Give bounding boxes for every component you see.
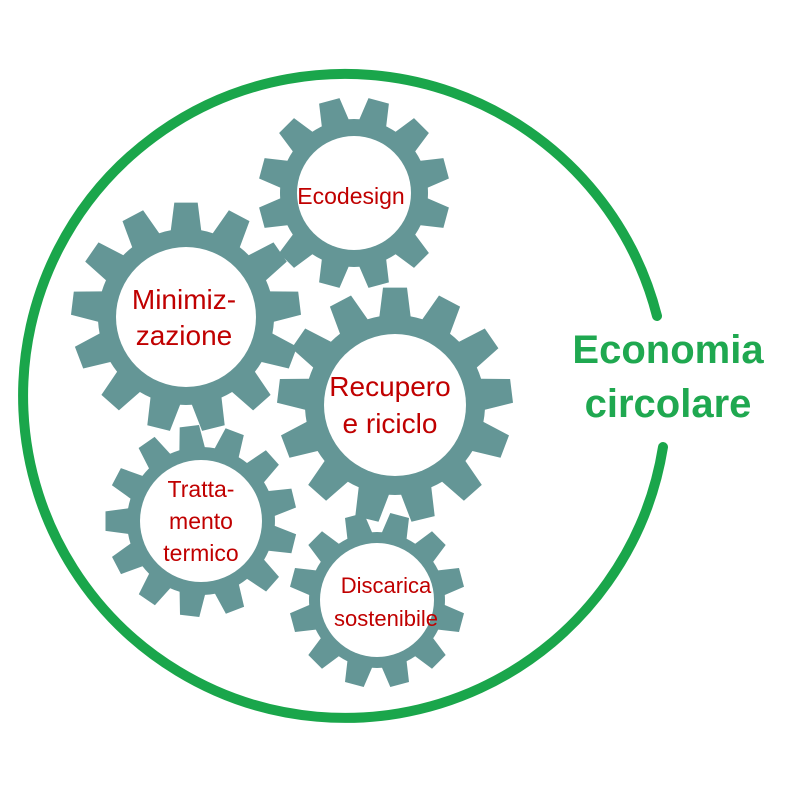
gear-ecodesign-hole: [297, 136, 411, 250]
diagram-title: Economia circolare: [572, 328, 764, 426]
gear-ecodesign: [259, 98, 449, 288]
gear-label-recupero-e-riciclo: Recupero e riciclo: [329, 371, 451, 439]
gear-label-minimizzazione: Minimiz- zazione: [131, 284, 237, 351]
gear-minimizzazione: [71, 202, 301, 431]
gear-discarica-sostenibile: [290, 513, 464, 687]
gear-trattamento-termico-hole: [140, 460, 262, 582]
gear-label-discarica-sostenibile: Discarica sostenibile: [334, 573, 438, 631]
gear-minimizzazione-hole: [116, 247, 256, 387]
gear-label-trattamento-termico: Tratta- mento termico: [163, 476, 239, 566]
gear-label-ecodesign: Ecodesign: [297, 183, 405, 209]
gear-recupero-e-riciclo: [277, 287, 513, 522]
gear-trattamento-termico: [105, 425, 297, 617]
boundary-circle: [18, 68, 668, 723]
gear-recupero-e-riciclo-hole: [324, 334, 466, 476]
gear-discarica-sostenibile-hole: [320, 543, 434, 657]
